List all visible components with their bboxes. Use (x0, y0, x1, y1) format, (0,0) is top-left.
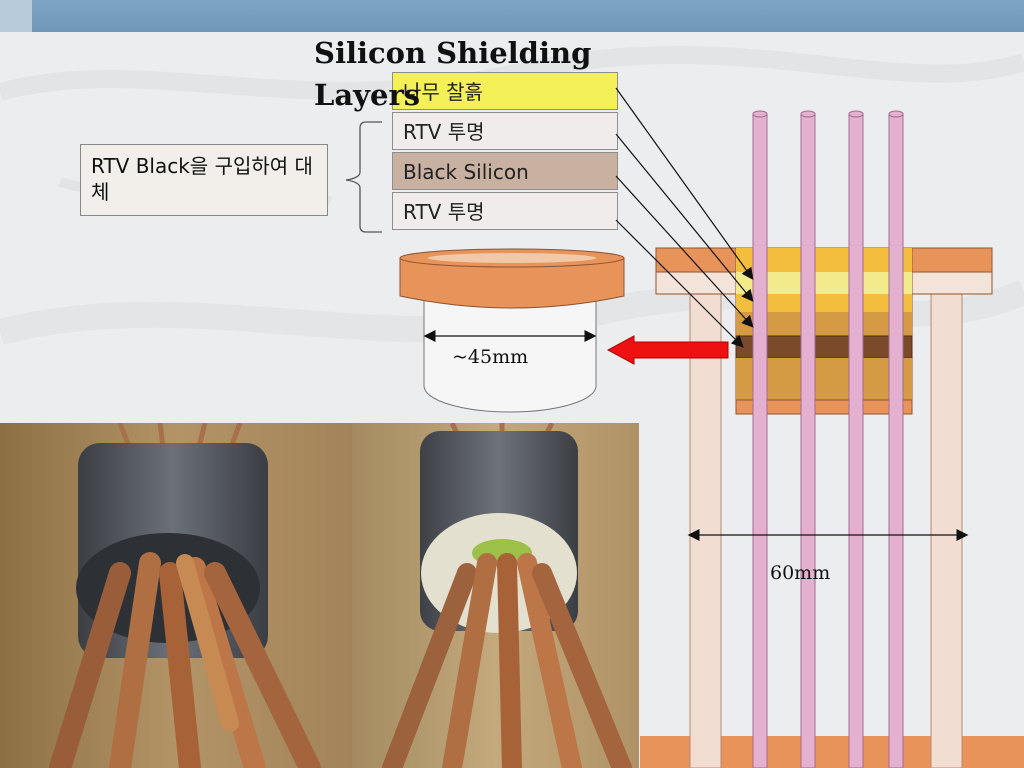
shield-layer-gold (736, 294, 912, 312)
copper-ring-hole (428, 253, 596, 263)
layer-rtv-clear-bottom: RTV 투명 (392, 192, 618, 230)
photo-cable-bundle-filled (352, 423, 639, 768)
leader-lines (615, 87, 754, 348)
assembly-dimension-label: 60mm (770, 562, 831, 584)
right-post (930, 293, 963, 768)
left-post (689, 293, 722, 768)
header-notch (0, 0, 32, 32)
layer-black-silicon: Black Silicon (392, 152, 618, 190)
red-arrow (606, 335, 729, 365)
copper-ring (399, 257, 625, 309)
photo-cable-bundle-black (0, 423, 352, 768)
cylinder-body (424, 300, 596, 386)
shield-layer-rtv-top (736, 272, 912, 294)
slide-title: Silicon Shielding Layers (314, 36, 592, 112)
header-bar (0, 0, 1024, 32)
shield-base (735, 399, 913, 415)
callout-box: RTV Black을 구입하여 대체 (80, 144, 328, 216)
brace (345, 121, 382, 233)
layer-rtv-clear-top: RTV 투명 (392, 112, 618, 150)
pink-tubes (752, 110, 904, 768)
cylinder-dimension-label: ~45mm (452, 346, 529, 368)
